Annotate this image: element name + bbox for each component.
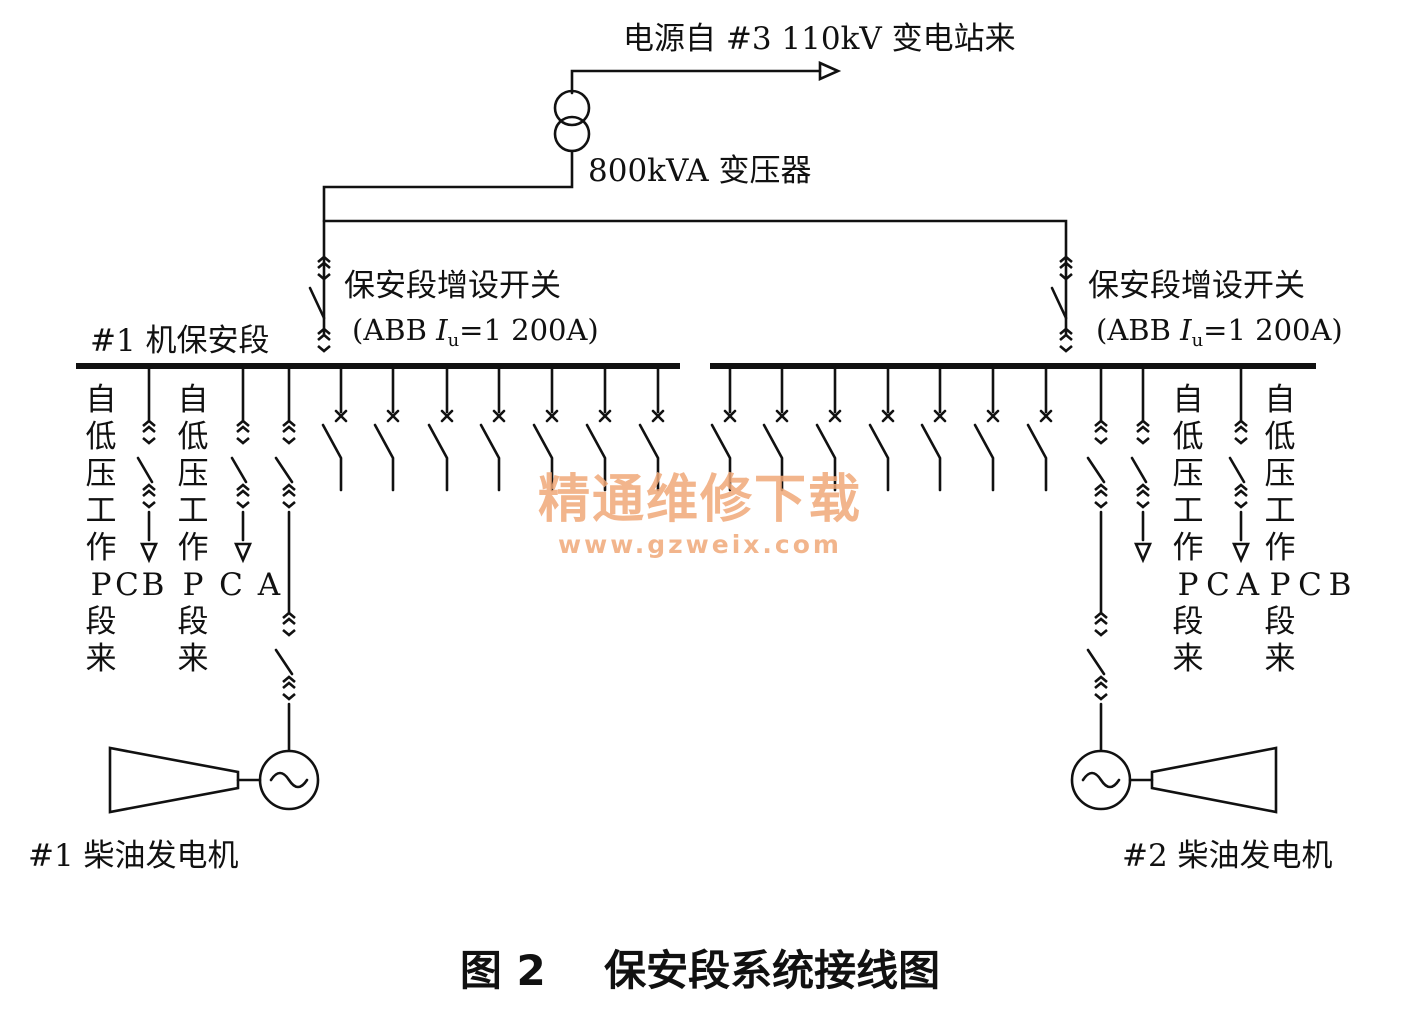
spare-breakers xyxy=(321,367,1053,492)
watermark-title: 精通维修下载 xyxy=(538,470,862,530)
left-feeder-1 xyxy=(136,367,158,564)
left-generator: #1 柴油发电机 xyxy=(28,746,320,874)
spare-breaker xyxy=(532,367,559,492)
generator-2-label: #2 柴油发电机 xyxy=(1122,838,1333,874)
right-generator-feeder xyxy=(1086,367,1109,752)
spare-breaker xyxy=(710,367,737,492)
spare-breaker xyxy=(427,367,454,492)
left-generator-feeder xyxy=(274,367,297,752)
left-incoming-breaker xyxy=(308,255,332,353)
source-feed: 电源自 #3 110kV 变电站来 xyxy=(570,21,1016,95)
tie-line xyxy=(322,219,1068,337)
spare-breaker xyxy=(815,367,842,492)
right-switch-rating: (ABB Iu=1 200A) xyxy=(1096,313,1343,351)
spare-breaker xyxy=(762,367,789,492)
diesel-engine-2-icon xyxy=(1150,746,1278,814)
right-feeder-1 xyxy=(1130,367,1152,564)
generator-1-label: #1 柴油发电机 xyxy=(28,838,239,874)
figure-caption: 图 2 保安段系统接线图 xyxy=(460,946,940,995)
left-bus-label: #1 机保安段 xyxy=(90,323,270,359)
spare-breaker xyxy=(920,367,947,492)
transformer-symbol: 800kVA 变压器 xyxy=(322,89,811,337)
diesel-engine-1-icon xyxy=(108,746,240,814)
spare-breaker xyxy=(321,367,348,492)
transformer-label: 800kVA 变压器 xyxy=(588,153,811,189)
watermark-url: www.gzweix.com xyxy=(558,530,842,559)
spare-breaker xyxy=(868,367,895,492)
left-switch-rating: (ABB Iu=1 200A) xyxy=(352,313,599,351)
spare-breaker xyxy=(585,367,612,492)
right-generator: #2 柴油发电机 xyxy=(1070,746,1333,874)
source-label: 电源自 #3 110kV 变电站来 xyxy=(623,21,1016,57)
spare-breaker xyxy=(479,367,506,492)
left-feeder-2 xyxy=(230,367,252,564)
right-feeder-2 xyxy=(1228,367,1250,564)
right-switch-label: 保安段增设开关 xyxy=(1088,268,1305,304)
spare-breaker xyxy=(973,367,1000,492)
spare-breaker xyxy=(373,367,400,492)
left-switch-label: 保安段增设开关 xyxy=(344,268,561,304)
right-incoming-breaker xyxy=(1050,255,1074,353)
spare-breaker xyxy=(638,367,665,492)
spare-breaker xyxy=(1026,367,1053,492)
